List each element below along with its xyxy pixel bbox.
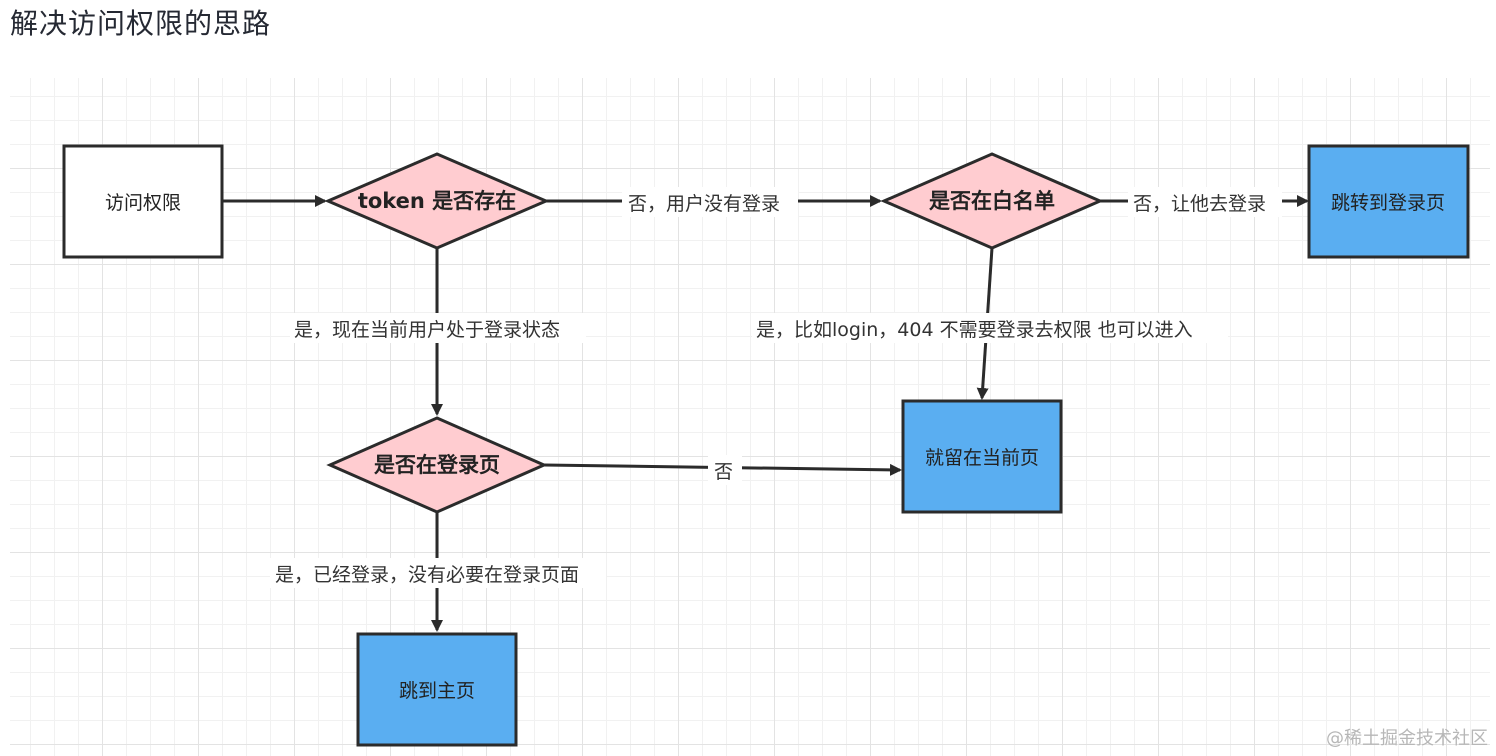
- decision-label-whitelist: 是否在白名单: [929, 189, 1055, 213]
- decision-label-token-exists: token 是否存在: [358, 189, 516, 213]
- node-stay-current: 就留在当前页: [901, 399, 1063, 514]
- edge-label-yes-already-logged: 是，已经登录，没有必要在登录页面: [275, 564, 579, 586]
- node-label-goto-login: 跳转到登录页: [1331, 192, 1445, 214]
- node-label-goto-home: 跳到主页: [399, 680, 475, 702]
- edge-label-no: 否: [714, 461, 733, 483]
- decision-label-on-login-page: 是否在登录页: [374, 453, 500, 477]
- decision-whitelist: 是否在白名单: [880, 152, 1104, 250]
- edge-label-yes-logged-in: 是，现在当前用户处于登录状态: [294, 319, 560, 341]
- edge-label-yes-whitelist: 是，比如login，404 不需要登录去权限 也可以进入: [756, 319, 1193, 341]
- node-access: 访问权限: [62, 144, 224, 259]
- decision-token-exists: token 是否存在: [324, 152, 550, 250]
- edge-labels: 否，用户没有登录 否，让他去登录 是，现在当前用户处于登录状态 是，比如logi…: [270, 187, 1282, 588]
- node-label-stay-current: 就留在当前页: [925, 447, 1039, 469]
- watermark: @稀土掘金技术社区: [1326, 728, 1488, 749]
- edge-label-no-not-logged-in: 否，用户没有登录: [628, 193, 780, 215]
- decision-on-login-page: 是否在登录页: [326, 416, 548, 514]
- edge-label-no-go-login: 否，让他去登录: [1133, 193, 1266, 215]
- page-title: 解决访问权限的思路: [10, 7, 272, 40]
- node-goto-login: 跳转到登录页: [1307, 144, 1470, 259]
- node-label-access: 访问权限: [105, 192, 181, 214]
- node-goto-home: 跳到主页: [356, 632, 518, 747]
